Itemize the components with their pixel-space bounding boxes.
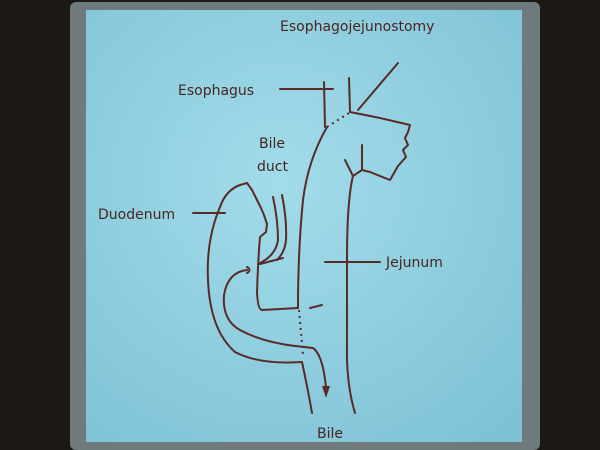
anastomosis-dotted-line — [326, 112, 350, 128]
jejunum-left-wall — [297, 126, 328, 309]
arrowhead-icon — [322, 386, 330, 398]
jejunum-stump-fold-2 — [344, 159, 354, 177]
papilla-mark — [246, 266, 251, 274]
label-esophagus: Esophagus — [178, 83, 254, 99]
bile-duct-right — [276, 194, 288, 261]
duodenum-inner-wall — [219, 182, 299, 311]
esophagojejunostomy-leader — [357, 62, 399, 111]
label-duodenum: Duodenum — [98, 207, 175, 223]
anatomy-drawing — [192, 62, 411, 414]
label-bile-duct-1: Bile — [259, 136, 285, 152]
bile-duct-left — [259, 196, 279, 264]
bile-duct-crossline — [259, 257, 284, 265]
duodenum-outer-wall — [206, 206, 313, 414]
blue-paper — [86, 10, 522, 442]
label-bile: Bile — [317, 426, 343, 442]
label-jejunum: Jejunum — [385, 255, 443, 271]
label-esophagojejunostomy: Esophagojejunostomy — [280, 19, 434, 35]
jejunum-dash — [309, 304, 323, 309]
esophagus-right-wall — [348, 77, 351, 113]
jejunum-right-wall — [346, 111, 411, 414]
label-bile-duct-2: duct — [257, 159, 288, 175]
bile-flow-arrow — [222, 269, 327, 389]
